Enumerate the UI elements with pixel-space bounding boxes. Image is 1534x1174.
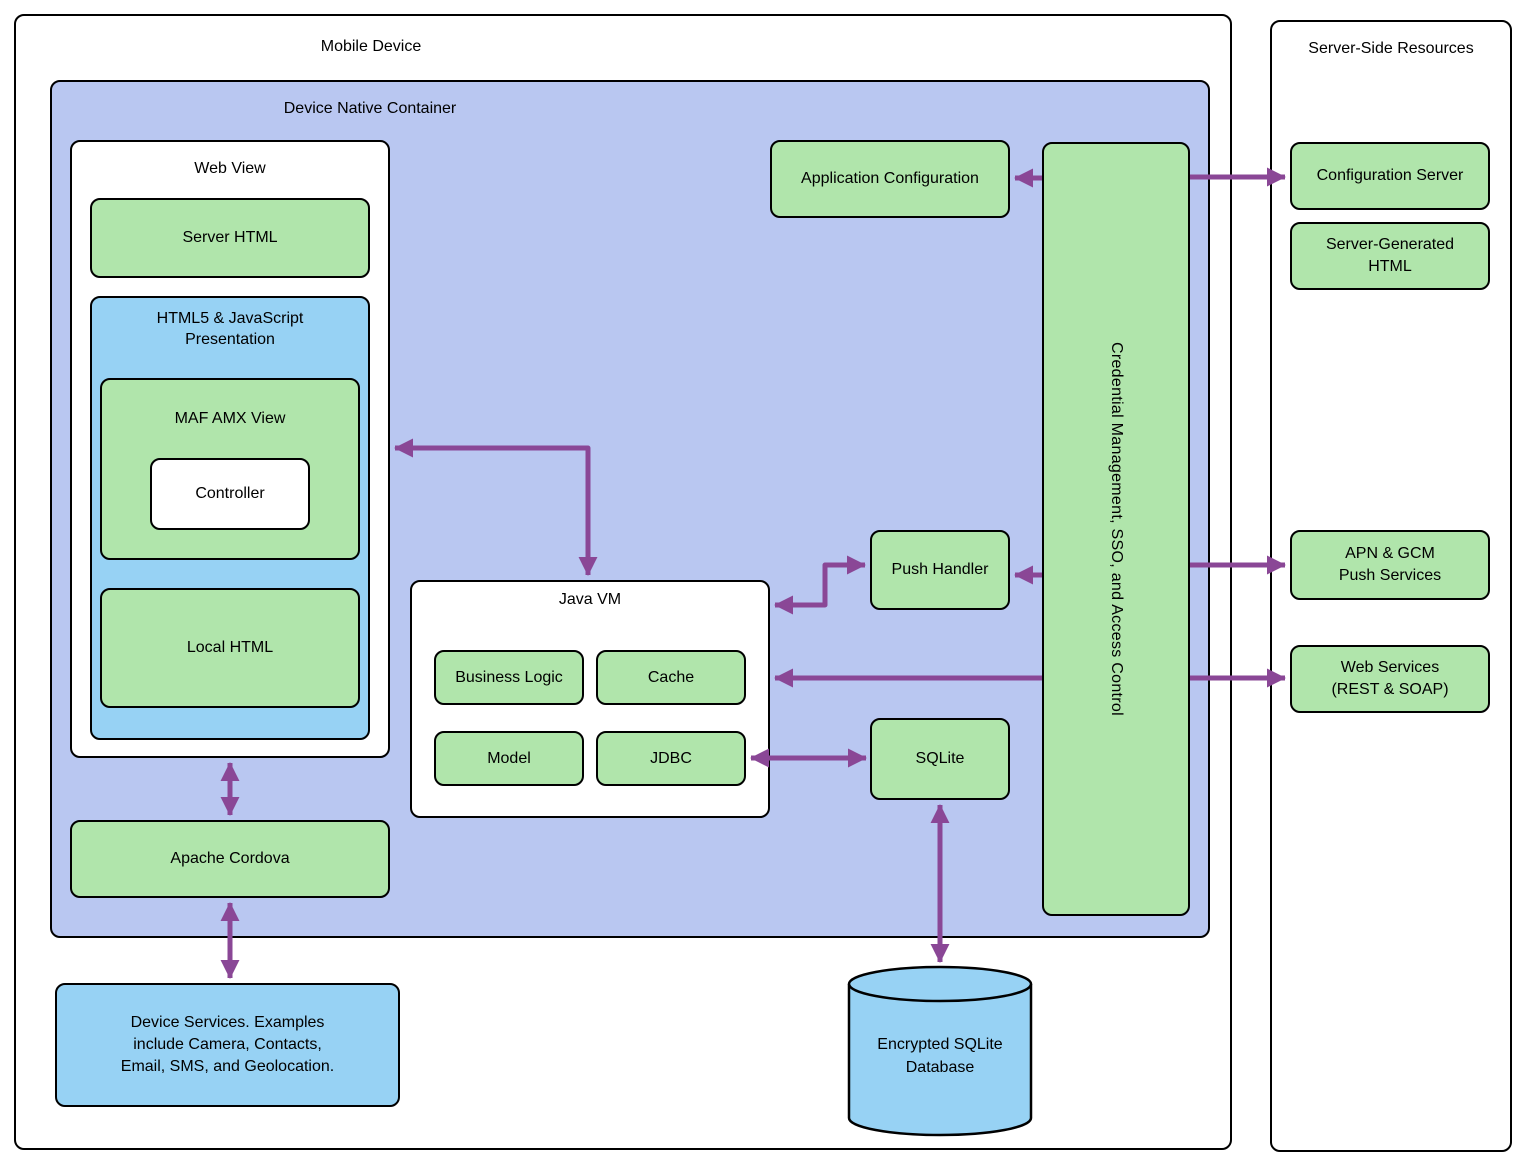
apache-cordova-label: Apache Cordova <box>170 850 290 867</box>
application-configuration-box: Application Configuration <box>770 140 1010 218</box>
jdbc-label: JDBC <box>650 749 692 767</box>
device-native-container-title: Device Native Container <box>283 100 457 117</box>
push-handler-box: Push Handler <box>870 530 1010 610</box>
server-side-resources-title: Server-Side Resources <box>1308 40 1474 57</box>
jdbc-box: JDBC <box>596 731 746 786</box>
server-html-label: Server HTML <box>182 229 278 246</box>
model-box: Model <box>434 731 584 786</box>
web-services-box: Web Services (REST & SOAP) <box>1290 645 1490 713</box>
server-generated-html-box: Server-Generated HTML <box>1290 222 1490 290</box>
device-services-box: Device Services. Examples include Camera… <box>55 983 400 1107</box>
credential-management-box: Credential Management, SSO, and Access C… <box>1042 142 1190 916</box>
server-generated-html-label: Server-Generated HTML <box>1325 236 1455 275</box>
java-vm-title: Java VM <box>558 591 622 608</box>
apn-gcm-push-services-box: APN & GCM Push Services <box>1290 530 1490 600</box>
controller-label: Controller <box>195 485 265 502</box>
apache-cordova-box: Apache Cordova <box>70 820 390 898</box>
encrypted-sqlite-database-label: Encrypted SQLite Database <box>877 1036 1003 1076</box>
cache-label: Cache <box>647 668 695 686</box>
business-logic-label: Business Logic <box>455 668 563 686</box>
server-html-box: Server HTML <box>90 198 370 278</box>
business-logic-box: Business Logic <box>434 650 584 705</box>
maf-amx-view-title: MAF AMX View <box>174 410 286 427</box>
application-configuration-label: Application Configuration <box>801 170 979 187</box>
local-html-box: Local HTML <box>100 588 360 708</box>
controller-box: Controller <box>150 458 310 530</box>
device-services-label: Device Services. Examples include Camera… <box>120 1014 335 1075</box>
configuration-server-box: Configuration Server <box>1290 142 1490 210</box>
mobile-device-title: Mobile Device <box>320 38 422 55</box>
web-view-title: Web View <box>194 160 266 177</box>
sqlite-box: SQLite <box>870 718 1010 800</box>
local-html-label: Local HTML <box>186 639 274 656</box>
cache-box: Cache <box>596 650 746 705</box>
html5-js-presentation-title: HTML5 & JavaScript Presentation <box>156 310 304 348</box>
credential-management-label: Credential Management, SSO, and Access C… <box>1108 342 1125 716</box>
push-handler-label: Push Handler <box>891 561 989 578</box>
web-services-label: Web Services (REST & SOAP) <box>1331 659 1449 698</box>
encrypted-sqlite-database-cylinder <box>847 965 1033 1137</box>
configuration-server-label: Configuration Server <box>1316 167 1464 184</box>
apn-gcm-push-services-label: APN & GCM Push Services <box>1338 545 1442 584</box>
model-label: Model <box>487 749 531 767</box>
sqlite-label: SQLite <box>915 750 965 767</box>
